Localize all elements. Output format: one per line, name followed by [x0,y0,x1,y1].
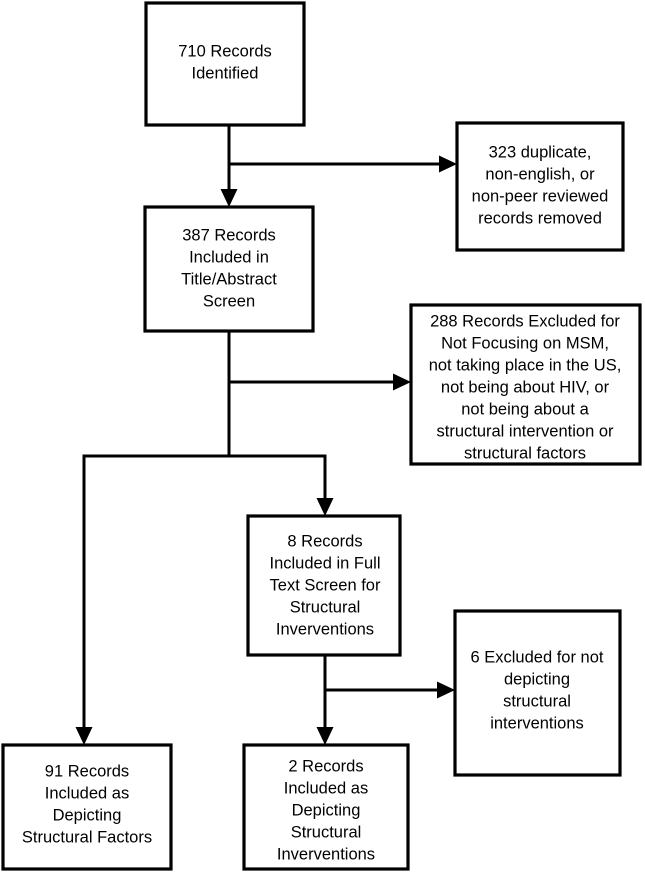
full-text-screen-line-2: Text Screen for [270,576,381,594]
records-excluded-288-rect [409,303,642,466]
title-abstract-screen-line-2: Title/Abstract [181,270,277,288]
records-excluded-288-line-0: 288 Records Excluded for [430,312,620,330]
records-identified-rect [144,1,306,127]
included-structural-factors-line-3: Structural Factors [22,828,152,846]
duplicates-removed-line-1: non-english, or [485,165,595,183]
included-structural-interventions-line-0: 2 Records [288,757,363,775]
excluded-not-depicting-line-3: interventions [490,714,584,732]
full-text-screen-line-3: Structural [290,598,361,616]
included-structural-interventions-line-1: Included as [284,779,368,797]
included-structural-interventions-line-2: Depicting [292,801,361,819]
records-excluded-288-line-4: not being about a [461,400,589,418]
title-abstract-screen-line-1: Included in [189,248,269,266]
records-excluded-288-line-5: structural intervention or [437,422,615,440]
records-excluded-288-line-2: not taking place in the US, [429,356,622,374]
duplicates-removed-line-3: records removed [478,209,602,227]
box-records-identified: 710 Records Identified [144,1,306,127]
included-structural-interventions-line-3: Structural [291,823,362,841]
connector-title-abstract-to-full-text [229,454,334,516]
box-included-structural-interventions: 2 Records Included as Depicting Structur… [242,743,410,871]
full-text-screen-line-0: 8 Records [287,532,362,550]
duplicates-removed-line-2: non-peer reviewed [472,187,609,205]
connector-title-abstract-to-excluded-288 [227,331,411,456]
box-excluded-not-depicting: 6 Excluded for not depicting structural … [453,609,622,777]
box-records-excluded-288: 288 Records Excluded for Not Focusing on… [409,303,642,466]
included-structural-factors-line-0: 91 Records [45,762,129,780]
full-text-screen-rect [246,514,402,657]
records-identified-line-0: 710 Records [178,42,272,60]
records-excluded-288-line-3: not being about HIV, or [441,378,610,396]
box-duplicates-removed: 323 duplicate, non-english, or non-peer … [455,121,625,252]
title-abstract-screen-line-3: Screen [203,292,255,310]
box-full-text-screen: 8 Records Included in Full Text Screen f… [246,514,402,657]
excluded-not-depicting-line-2: structural [503,692,571,710]
connector-full-text-to-interventions-2 [316,727,334,745]
included-structural-factors-line-2: Depicting [53,806,122,824]
included-structural-interventions-line-4: Inverventions [277,845,375,863]
duplicates-removed-rect [455,121,625,252]
connector-identified-to-title-abstract [220,125,238,207]
duplicates-removed-line-0: 323 duplicate, [489,143,592,161]
included-structural-interventions-rect [242,743,410,871]
included-structural-factors-rect [1,743,173,871]
box-included-structural-factors: 91 Records Included as Depicting Structu… [1,743,173,871]
records-excluded-288-line-6: structural factors [464,444,586,462]
full-text-screen-line-1: Included in Full [270,554,381,572]
title-abstract-screen-line-0: 387 Records [182,226,276,244]
excluded-not-depicting-line-0: 6 Excluded for not [471,648,604,666]
excluded-not-depicting-line-1: depicting [504,670,570,688]
included-structural-factors-line-1: Included as [45,784,129,802]
connector-identified-to-duplicates [229,155,457,173]
records-excluded-288-line-1: Not Focusing on MSM, [441,334,609,352]
box-title-abstract-screen: 387 Records Included in Title/Abstract S… [143,205,315,333]
title-abstract-screen-rect [143,205,315,333]
connector-full-text-to-excluded-6 [323,655,455,734]
full-text-screen-line-4: Inverventions [276,620,374,638]
connector-title-abstract-to-factors-91 [75,454,229,745]
records-identified-line-1: Identified [192,64,259,82]
excluded-not-depicting-rect [453,609,622,777]
